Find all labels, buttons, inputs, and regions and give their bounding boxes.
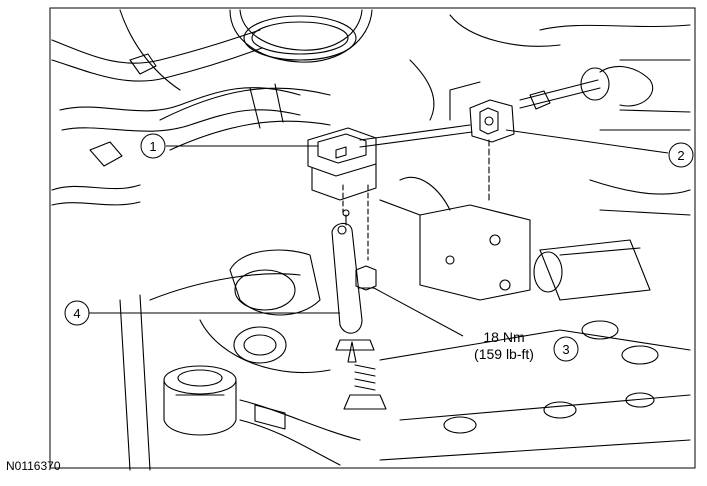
callout-1: 1 [140, 133, 166, 159]
torque-spec: 18 Nm (159 lb-ft) [460, 329, 548, 363]
torque-metric: 18 Nm [483, 329, 525, 345]
callout-number-3: 3 [562, 342, 569, 357]
callout-number-2: 2 [677, 148, 684, 163]
callout-3: 3 [553, 336, 579, 362]
torque-imperial: (159 lb-ft) [474, 346, 534, 362]
callout-number-4: 4 [73, 306, 80, 321]
figure-id: N0116370 [6, 459, 61, 473]
callout-4: 4 [64, 300, 90, 326]
callout-2: 2 [668, 142, 694, 168]
leader-line-3 [373, 287, 464, 337]
callout-number-1: 1 [149, 139, 156, 154]
leader-line-2 [505, 129, 669, 154]
